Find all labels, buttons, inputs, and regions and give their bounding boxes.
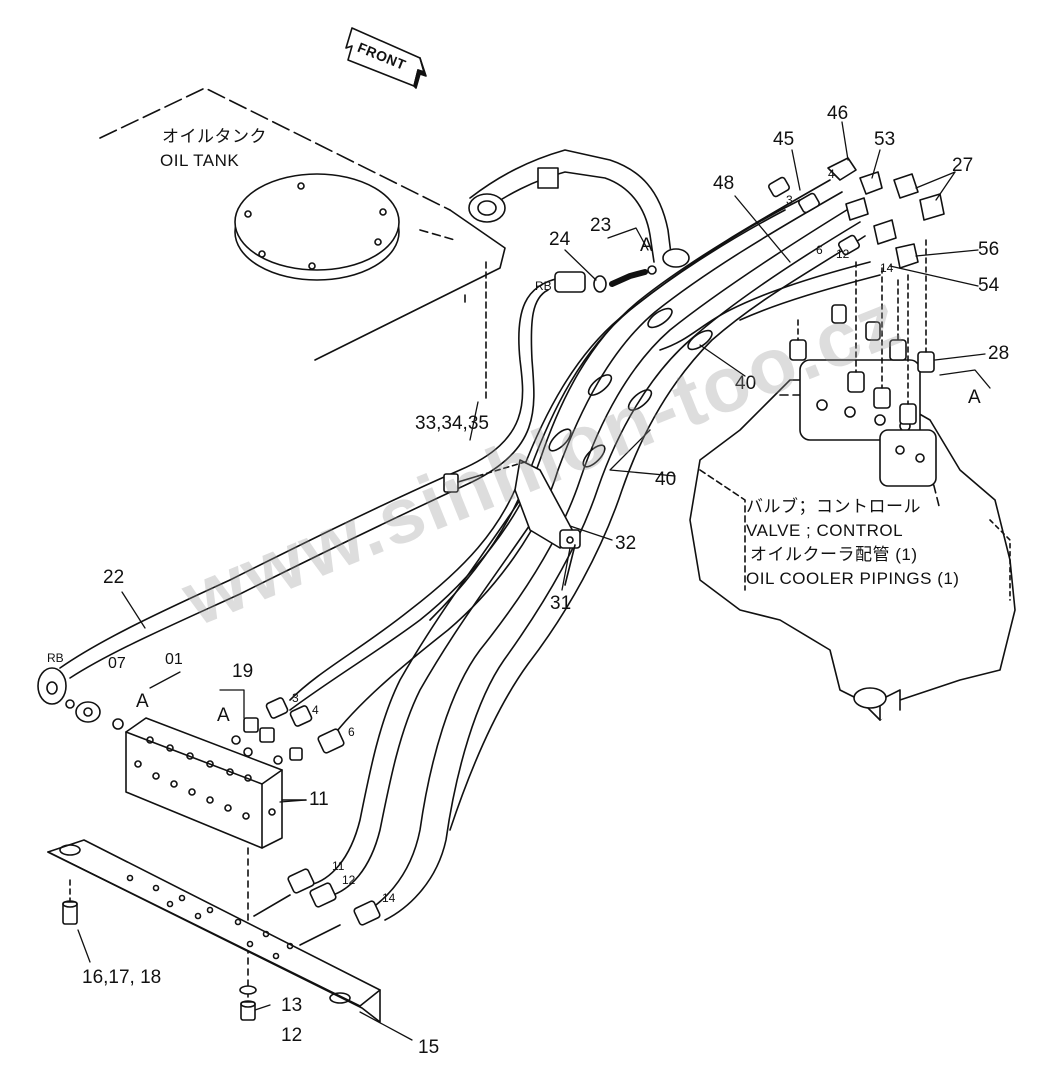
part-number-28: 28 xyxy=(988,343,1010,364)
hose-mark-12-upper: 12 xyxy=(836,247,850,261)
part-letter-a-19: A xyxy=(217,705,230,726)
part-number-31: 31 xyxy=(550,593,572,614)
part-number-23: 23 xyxy=(590,215,612,236)
part-number-11: 11 xyxy=(309,789,329,810)
return-pipe xyxy=(468,149,690,268)
valve-label-jp: バルブ；コントロール xyxy=(746,497,921,516)
oil-tank-label-jp: オイルタンク xyxy=(162,127,267,146)
part-number-19: 19 xyxy=(232,661,254,682)
part-number-56: 56 xyxy=(978,239,1000,260)
part-number-53: 53 xyxy=(874,129,896,150)
part-number-45: 45 xyxy=(773,129,795,150)
oil-tank xyxy=(99,87,506,401)
hose-22 xyxy=(37,271,586,730)
part-number-22: 22 xyxy=(103,567,125,588)
part-number-13: 13 xyxy=(281,995,303,1016)
pipings-label-jp: オイルクーラ配管 (1) xyxy=(750,545,918,564)
manifold-block-11 xyxy=(125,717,307,1001)
front-arrow-icon xyxy=(345,27,427,89)
part-letter-a-22: A xyxy=(136,691,149,712)
part-number-32: 32 xyxy=(615,533,637,554)
part-number-15: 15 xyxy=(418,1037,440,1058)
part-number-27: 27 xyxy=(952,155,974,176)
hose-mark-4-lower: 4 xyxy=(312,703,319,717)
part-number-54: 54 xyxy=(978,275,1000,296)
hose-mark-rb-lower: RB xyxy=(47,651,64,665)
part-number-16-17-18: 16,17, 18 xyxy=(82,967,162,988)
hose-mark-14-lower: 14 xyxy=(382,891,396,905)
part-number-46: 46 xyxy=(827,103,849,124)
part-number-33-34-35: 33,34,35 xyxy=(415,413,489,434)
hose-mark-3-upper: 3 xyxy=(786,193,793,207)
hose-mark-6-upper: 6 xyxy=(816,243,823,257)
oil-tank-label-en: OIL TANK xyxy=(160,151,240,170)
hose-mark-07: 07 xyxy=(108,655,126,672)
hose-mark-01: 01 xyxy=(165,651,183,668)
valve-label-en: VALVE ; CONTROL xyxy=(746,521,904,540)
part-letter-a-23: A xyxy=(640,235,653,256)
part-number-24: 24 xyxy=(549,229,571,250)
hose-mark-12-lower: 12 xyxy=(342,873,356,887)
bracket-15 xyxy=(47,839,381,1023)
hose-mark-6-lower: 6 xyxy=(348,725,355,739)
part-number-40-upper: 40 xyxy=(735,373,757,394)
valve-fittings xyxy=(593,157,945,425)
hose-mark-3-lower: 3 xyxy=(292,691,299,705)
hose-mark-4-upper: 4 xyxy=(828,167,835,181)
hose-mark-14-upper: 14 xyxy=(880,261,894,275)
control-valve xyxy=(689,359,1016,721)
part-number-48: 48 xyxy=(713,173,735,194)
pipings-label-en: OIL COOLER PIPINGS (1) xyxy=(746,569,960,588)
hose-mark-rb-upper: RB xyxy=(535,279,552,293)
part-number-12: 12 xyxy=(281,1025,303,1046)
hose-bundle xyxy=(289,179,881,921)
part-number-40-lower: 40 xyxy=(655,469,677,490)
bolts xyxy=(62,900,257,1021)
hose-mark-11-lower: 11 xyxy=(332,859,345,873)
part-letter-a-28: A xyxy=(968,387,981,408)
hose-fittings-lower xyxy=(231,697,381,926)
leader-lines xyxy=(77,121,991,1041)
